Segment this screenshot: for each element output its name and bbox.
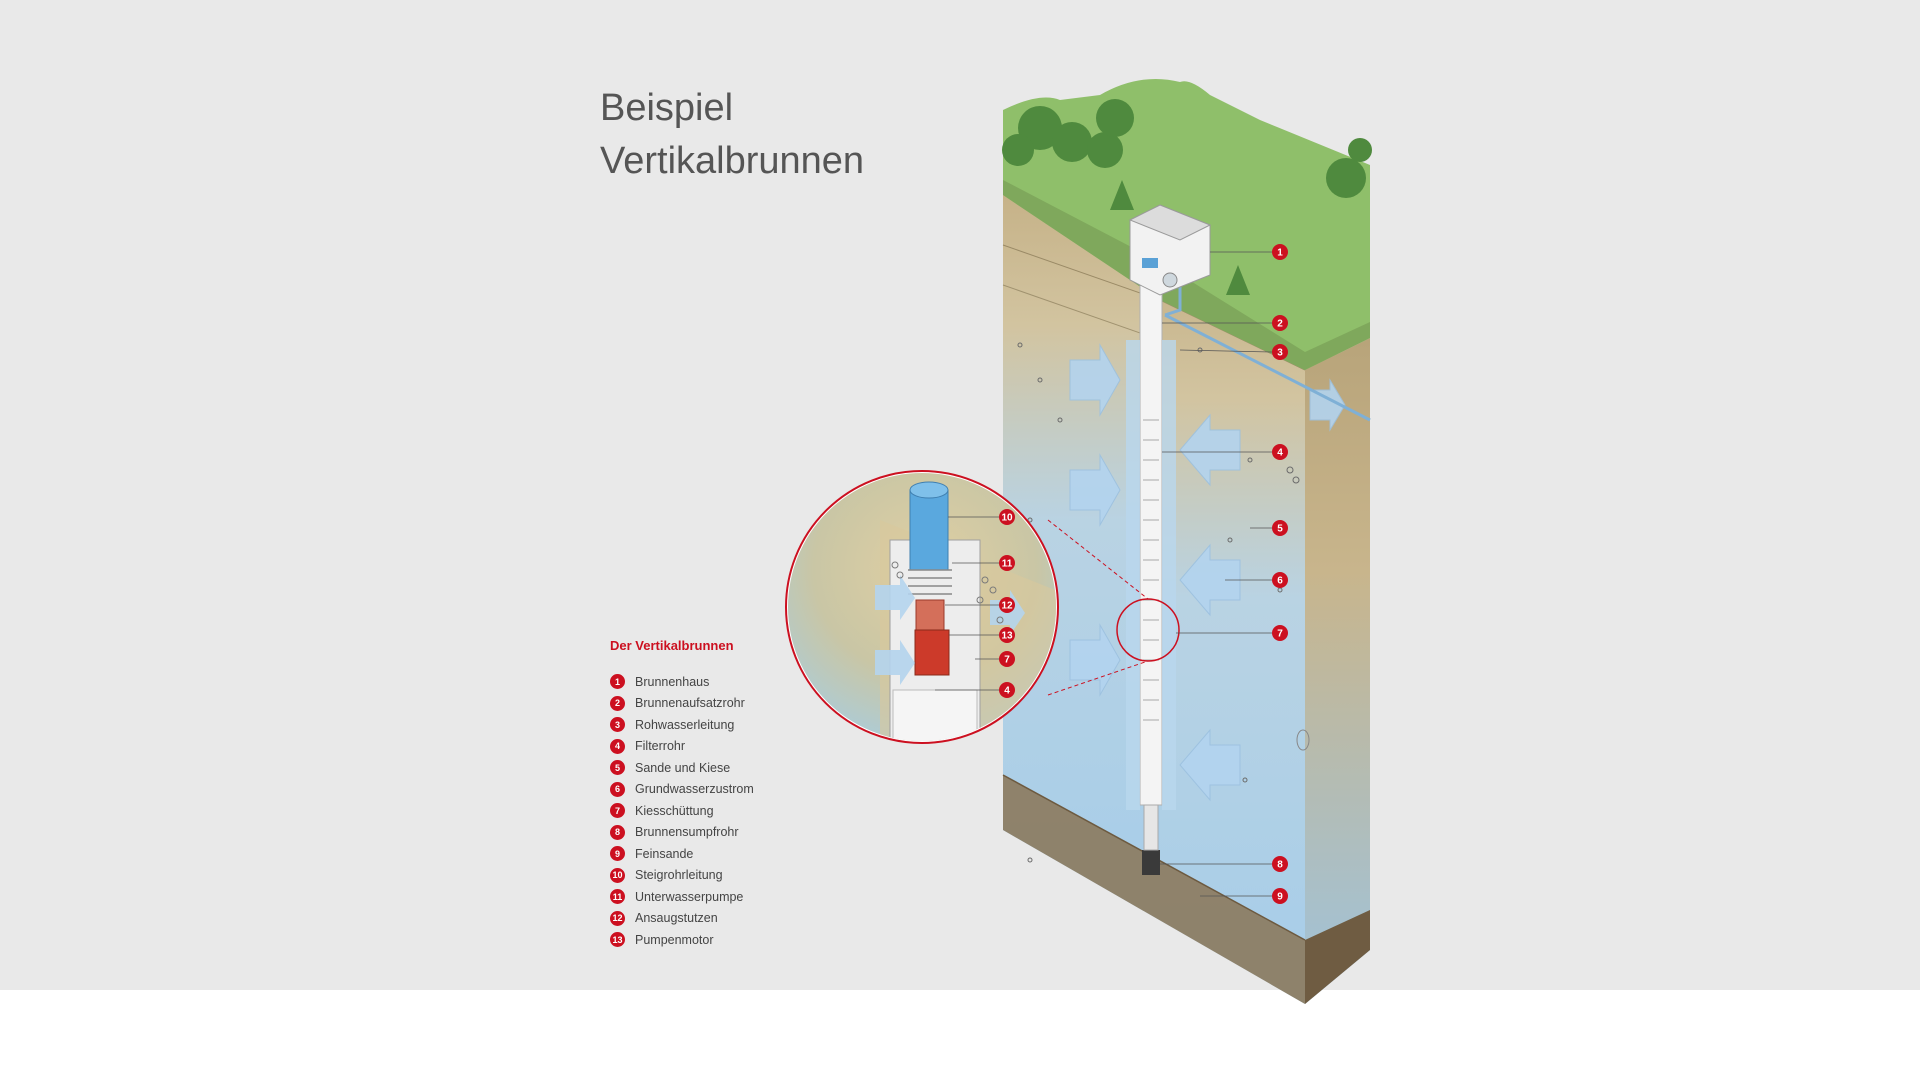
svg-text:7: 7: [1004, 655, 1010, 666]
svg-text:8: 8: [1277, 860, 1283, 871]
svg-text:13: 13: [1001, 631, 1013, 642]
legend-item: 6 Grundwasserzustrom: [610, 779, 850, 801]
svg-text:11: 11: [1002, 559, 1013, 570]
legend-number-badge: 10: [610, 867, 625, 883]
legend-item: 12 Ansaugstutzen: [610, 908, 850, 930]
legend-number-badge: 1: [610, 674, 625, 690]
well-house: [1128, 204, 1212, 296]
legend-item: 7 Kiesschüttung: [610, 800, 850, 822]
legend-item: 5 Sande und Kiese: [610, 757, 850, 779]
legend-label: Brunnenhaus: [635, 674, 710, 689]
legend-label: Rohwasserleitung: [635, 717, 735, 732]
legend-label: Brunnenaufsatzrohr: [635, 696, 745, 711]
callout-marker: 8: [1272, 856, 1288, 872]
legend-number-badge: 6: [610, 781, 625, 797]
svg-text:2: 2: [1277, 319, 1283, 330]
legend-label: Kiesschüttung: [635, 803, 714, 818]
legend-number-badge: 4: [610, 738, 625, 754]
svg-text:4: 4: [1277, 448, 1283, 459]
trees: [1002, 99, 1372, 295]
svg-text:12: 12: [1001, 601, 1013, 612]
legend-label: Sande und Kiese: [635, 760, 731, 775]
callout-marker: 11: [999, 555, 1015, 571]
page-title: Beispiel Vertikalbrunnen: [600, 82, 864, 188]
legend-number-badge: 3: [610, 717, 625, 733]
callout-markers-inset: 10 11 12 13 7 4: [999, 509, 1015, 698]
legend-label: Feinsande: [635, 846, 694, 861]
groundwater-arrows: [1069, 343, 1346, 802]
svg-text:3: 3: [1277, 348, 1283, 359]
callout-marker: 5: [1272, 520, 1288, 536]
title-line-1: Beispiel: [600, 87, 734, 129]
deep-soil-band: [1003, 775, 1305, 1004]
legend-number-badge: 7: [610, 803, 625, 819]
legend-item: 1 Brunnenhaus: [610, 671, 850, 693]
callout-marker: 1: [1272, 244, 1288, 260]
legend-number-badge: 5: [610, 760, 625, 776]
svg-text:4: 4: [1004, 686, 1010, 697]
legend-item: 4 Filterrohr: [610, 736, 850, 758]
callouts-main: [1160, 251, 1273, 897]
legend-heading: Der Vertikalbrunnen: [610, 638, 734, 653]
side-face: [1305, 338, 1370, 1004]
callouts-inset: [935, 516, 999, 691]
legend-label: Pumpenmotor: [635, 932, 714, 947]
callout-marker: 3: [1272, 344, 1288, 360]
svg-text:10: 10: [1001, 513, 1013, 524]
svg-text:6: 6: [1277, 576, 1283, 587]
svg-text:1: 1: [1277, 248, 1283, 259]
svg-text:9: 9: [1277, 892, 1283, 903]
legend-label: Unterwasserpumpe: [635, 889, 744, 904]
callout-marker: 7: [1272, 625, 1288, 641]
legend-label: Filterrohr: [635, 739, 686, 754]
callout-marker: 10: [999, 509, 1015, 525]
legend-number-badge: 8: [610, 824, 625, 840]
callout-marker: 12: [999, 597, 1015, 613]
title-line-2: Vertikalbrunnen: [600, 140, 865, 182]
callout-marker: 6: [1272, 572, 1288, 588]
legend-number-badge: 2: [610, 695, 625, 711]
callout-marker: 13: [999, 627, 1015, 643]
deep-soil-side: [1305, 910, 1370, 1004]
legend-item: 10 Steigrohrleitung: [610, 865, 850, 887]
legend-number-badge: 13: [610, 932, 625, 948]
legend-label: Brunnensumpfrohr: [635, 825, 739, 840]
legend-item: 11 Unterwasserpumpe: [610, 886, 850, 908]
legend-label: Ansaugstutzen: [635, 911, 718, 926]
callout-marker: 4: [999, 682, 1015, 698]
callout-marker: 7: [999, 651, 1015, 667]
ground-block: [1002, 78, 1372, 1004]
legend-item: 2 Brunnenaufsatzrohr: [610, 693, 850, 715]
legend-item: 13 Pumpenmotor: [610, 929, 850, 951]
legend-number-badge: 9: [610, 846, 625, 862]
raw-water-line: [1164, 313, 1371, 422]
legend-item: 3 Rohwasserleitung: [610, 714, 850, 736]
svg-text:5: 5: [1277, 524, 1283, 535]
left-soil-face: [1003, 195, 1160, 920]
callout-markers-main: 1 2 3 4 5 6 7 8 9: [1272, 244, 1288, 904]
legend-label: Grundwasserzustrom: [635, 782, 754, 797]
callout-marker: 9: [1272, 888, 1288, 904]
legend-number-badge: 12: [610, 910, 625, 926]
legend-label: Steigrohrleitung: [635, 868, 723, 883]
legend-item: 8 Brunnensumpfrohr: [610, 822, 850, 844]
callout-marker: 2: [1272, 315, 1288, 331]
svg-text:7: 7: [1277, 629, 1283, 640]
callout-marker: 4: [1272, 444, 1288, 460]
well-pipe: [1126, 274, 1176, 875]
legend-item: 9 Feinsande: [610, 843, 850, 865]
legend-number-badge: 11: [610, 889, 625, 905]
